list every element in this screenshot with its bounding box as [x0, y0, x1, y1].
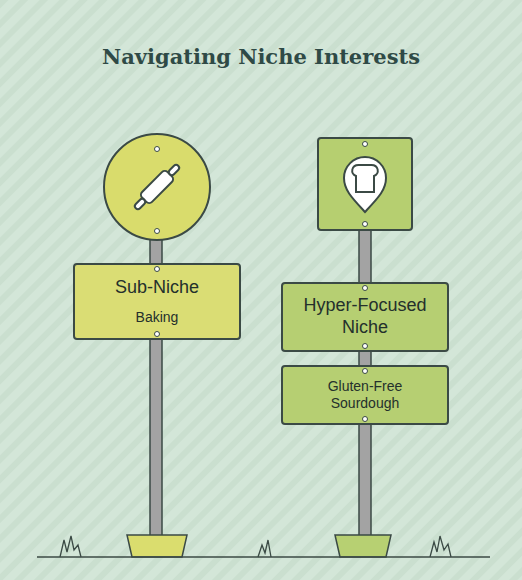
sign-heading: Hyper-Focused Niche — [293, 295, 437, 338]
rolling-pin-icon — [131, 161, 183, 213]
screw-dot — [362, 368, 368, 374]
sign-board: Gluten-Free Sourdough — [281, 365, 449, 425]
screw-dot — [363, 142, 368, 147]
screw-dot — [362, 343, 368, 349]
grass-tufts — [60, 536, 451, 557]
screw-dot — [155, 229, 160, 234]
sign-board: Sub-NicheBaking — [73, 263, 241, 340]
screw-dot — [154, 266, 160, 272]
square-sign — [318, 138, 412, 230]
screw-dot — [155, 147, 160, 152]
sign-body: Baking — [136, 309, 179, 326]
right-pole — [359, 180, 371, 538]
sign-board: Hyper-Focused Niche — [281, 282, 449, 352]
sign-heading: Sub-Niche — [115, 277, 199, 299]
ground-line — [37, 556, 490, 558]
screw-dot — [363, 222, 368, 227]
bread-pin-icon — [344, 157, 386, 212]
right-base — [335, 535, 391, 557]
sign-heading: Gluten-Free Sourdough — [293, 378, 437, 412]
screw-dot — [362, 285, 368, 291]
round-sign — [104, 134, 210, 240]
diagram-title: Navigating Niche Interests — [0, 44, 522, 69]
screw-dot — [154, 331, 160, 337]
screw-dot — [362, 416, 368, 422]
left-base — [127, 535, 187, 557]
